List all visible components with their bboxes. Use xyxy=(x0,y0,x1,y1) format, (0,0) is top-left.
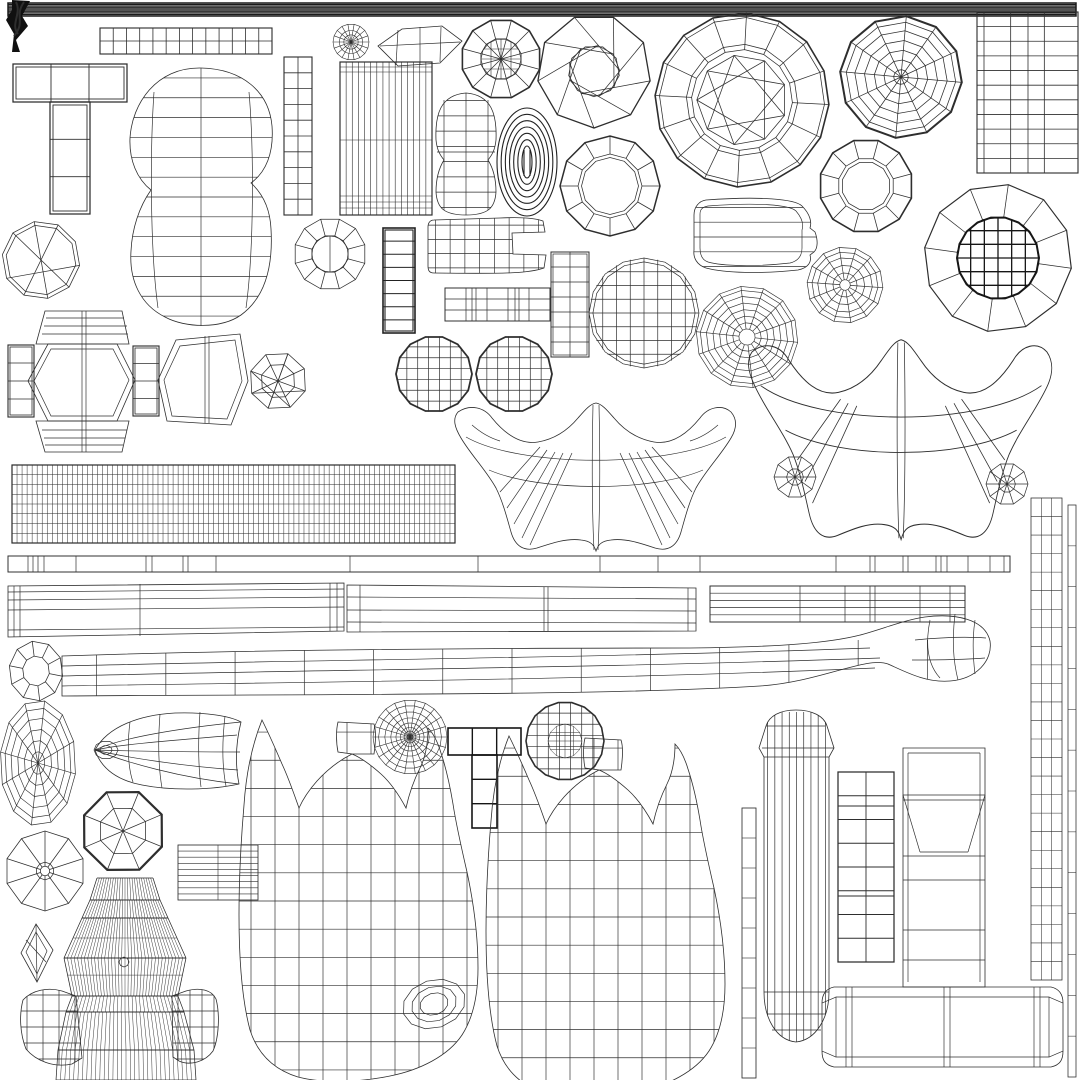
headstock-knob-facet xyxy=(9,640,63,702)
knurl-band-top xyxy=(89,877,161,901)
jack-hole-ring xyxy=(403,978,465,1030)
top-right-grid xyxy=(976,11,1079,174)
fret-stripe-rect xyxy=(339,61,433,216)
ring-dodecagon xyxy=(559,135,661,237)
big-dodecagon-bezel xyxy=(924,184,1072,332)
washer-dodecagon xyxy=(294,218,366,290)
rhombus-shard xyxy=(20,923,54,983)
dark-capsule xyxy=(382,227,416,334)
octagon-mesh xyxy=(250,353,306,409)
knob-top-center xyxy=(480,39,522,79)
guitar-strings-strip xyxy=(7,2,1077,17)
small-radial-washer xyxy=(332,23,370,61)
bridge-grid-strip xyxy=(99,27,273,55)
v-rail-ladder xyxy=(550,251,590,358)
knurl-ruffle-2 xyxy=(65,995,185,1013)
knurl-ruffle-1 xyxy=(81,899,169,919)
cone-radial-disc xyxy=(372,700,448,774)
t-tetromino-stem xyxy=(471,754,498,829)
knob-axle-hole xyxy=(118,956,130,968)
binding-thin-strip xyxy=(7,555,1011,573)
cross-unwrap-hex xyxy=(27,343,136,422)
peanut-body-shell xyxy=(129,67,273,326)
channel-column xyxy=(902,747,986,988)
t-tetromino-bar xyxy=(447,727,522,756)
big-quad-sphere xyxy=(588,257,700,369)
octagon-gem xyxy=(82,790,164,872)
iris-swirl-gear xyxy=(537,16,651,129)
leaf-eye-panel xyxy=(94,711,242,790)
cross-arm-bottom xyxy=(35,420,130,453)
selector-t-bar xyxy=(12,63,128,103)
fretboard-dense-grid xyxy=(11,464,456,544)
leaf-pivot-rings xyxy=(93,741,119,759)
skirt-wing-left xyxy=(20,988,83,1066)
dome-wheel xyxy=(654,12,830,188)
mid-thin-strip xyxy=(741,807,757,1079)
quad-sphere-right xyxy=(475,336,553,412)
cross2-hex xyxy=(157,333,249,426)
oval-capsule-shell xyxy=(435,92,497,216)
h-rail-strip xyxy=(444,287,551,322)
knurl-flare-bottom xyxy=(55,1049,197,1080)
pick-hexagon xyxy=(377,25,463,67)
cross2-arm-left xyxy=(132,345,160,417)
neck-strip-a xyxy=(7,582,345,638)
cross-arm-top xyxy=(35,310,130,345)
ladder-plate xyxy=(837,771,895,963)
right-thin-strip xyxy=(1067,504,1077,1078)
decagon-crossed xyxy=(2,221,80,299)
wing-unwrap-right xyxy=(748,339,1053,542)
t-bar-foot xyxy=(821,986,1064,1068)
tall-oval-web xyxy=(0,700,76,826)
pickup-grid-small xyxy=(177,844,259,901)
wing-unwrap-left xyxy=(454,402,736,553)
wing-grommet-right xyxy=(985,463,1029,505)
wing-grommet-left xyxy=(773,456,817,498)
neck-side-profile xyxy=(61,613,991,697)
knurl-bulb-lower xyxy=(63,957,187,997)
dark-oval-rings xyxy=(496,107,558,217)
neck-strip-c xyxy=(709,585,966,623)
guitar-body-back xyxy=(485,735,726,1080)
string-knot xyxy=(6,0,30,52)
spider-web-disc xyxy=(839,15,963,139)
web-nonagon xyxy=(6,830,84,912)
big-dodecagon-lens xyxy=(955,216,1041,300)
knob-top-radial xyxy=(461,19,541,99)
notched-cavity-plate xyxy=(427,217,547,274)
tremolo-tower xyxy=(758,709,835,1043)
mid-web-disc xyxy=(806,247,884,323)
ladder-column xyxy=(283,56,313,216)
right-tall-grid xyxy=(1030,497,1063,981)
bucket-cavity xyxy=(693,197,818,273)
knurl-bulb-upper xyxy=(63,917,187,959)
pot-web-hole xyxy=(695,286,799,388)
sphere-grid-center xyxy=(547,723,583,759)
selector-t-stem xyxy=(49,101,91,215)
quad-sphere-left xyxy=(395,336,473,412)
small-dodecagon xyxy=(819,139,913,233)
cross-arm-left xyxy=(7,344,35,418)
neck-strip-b xyxy=(346,584,697,633)
washer-center xyxy=(311,235,349,273)
